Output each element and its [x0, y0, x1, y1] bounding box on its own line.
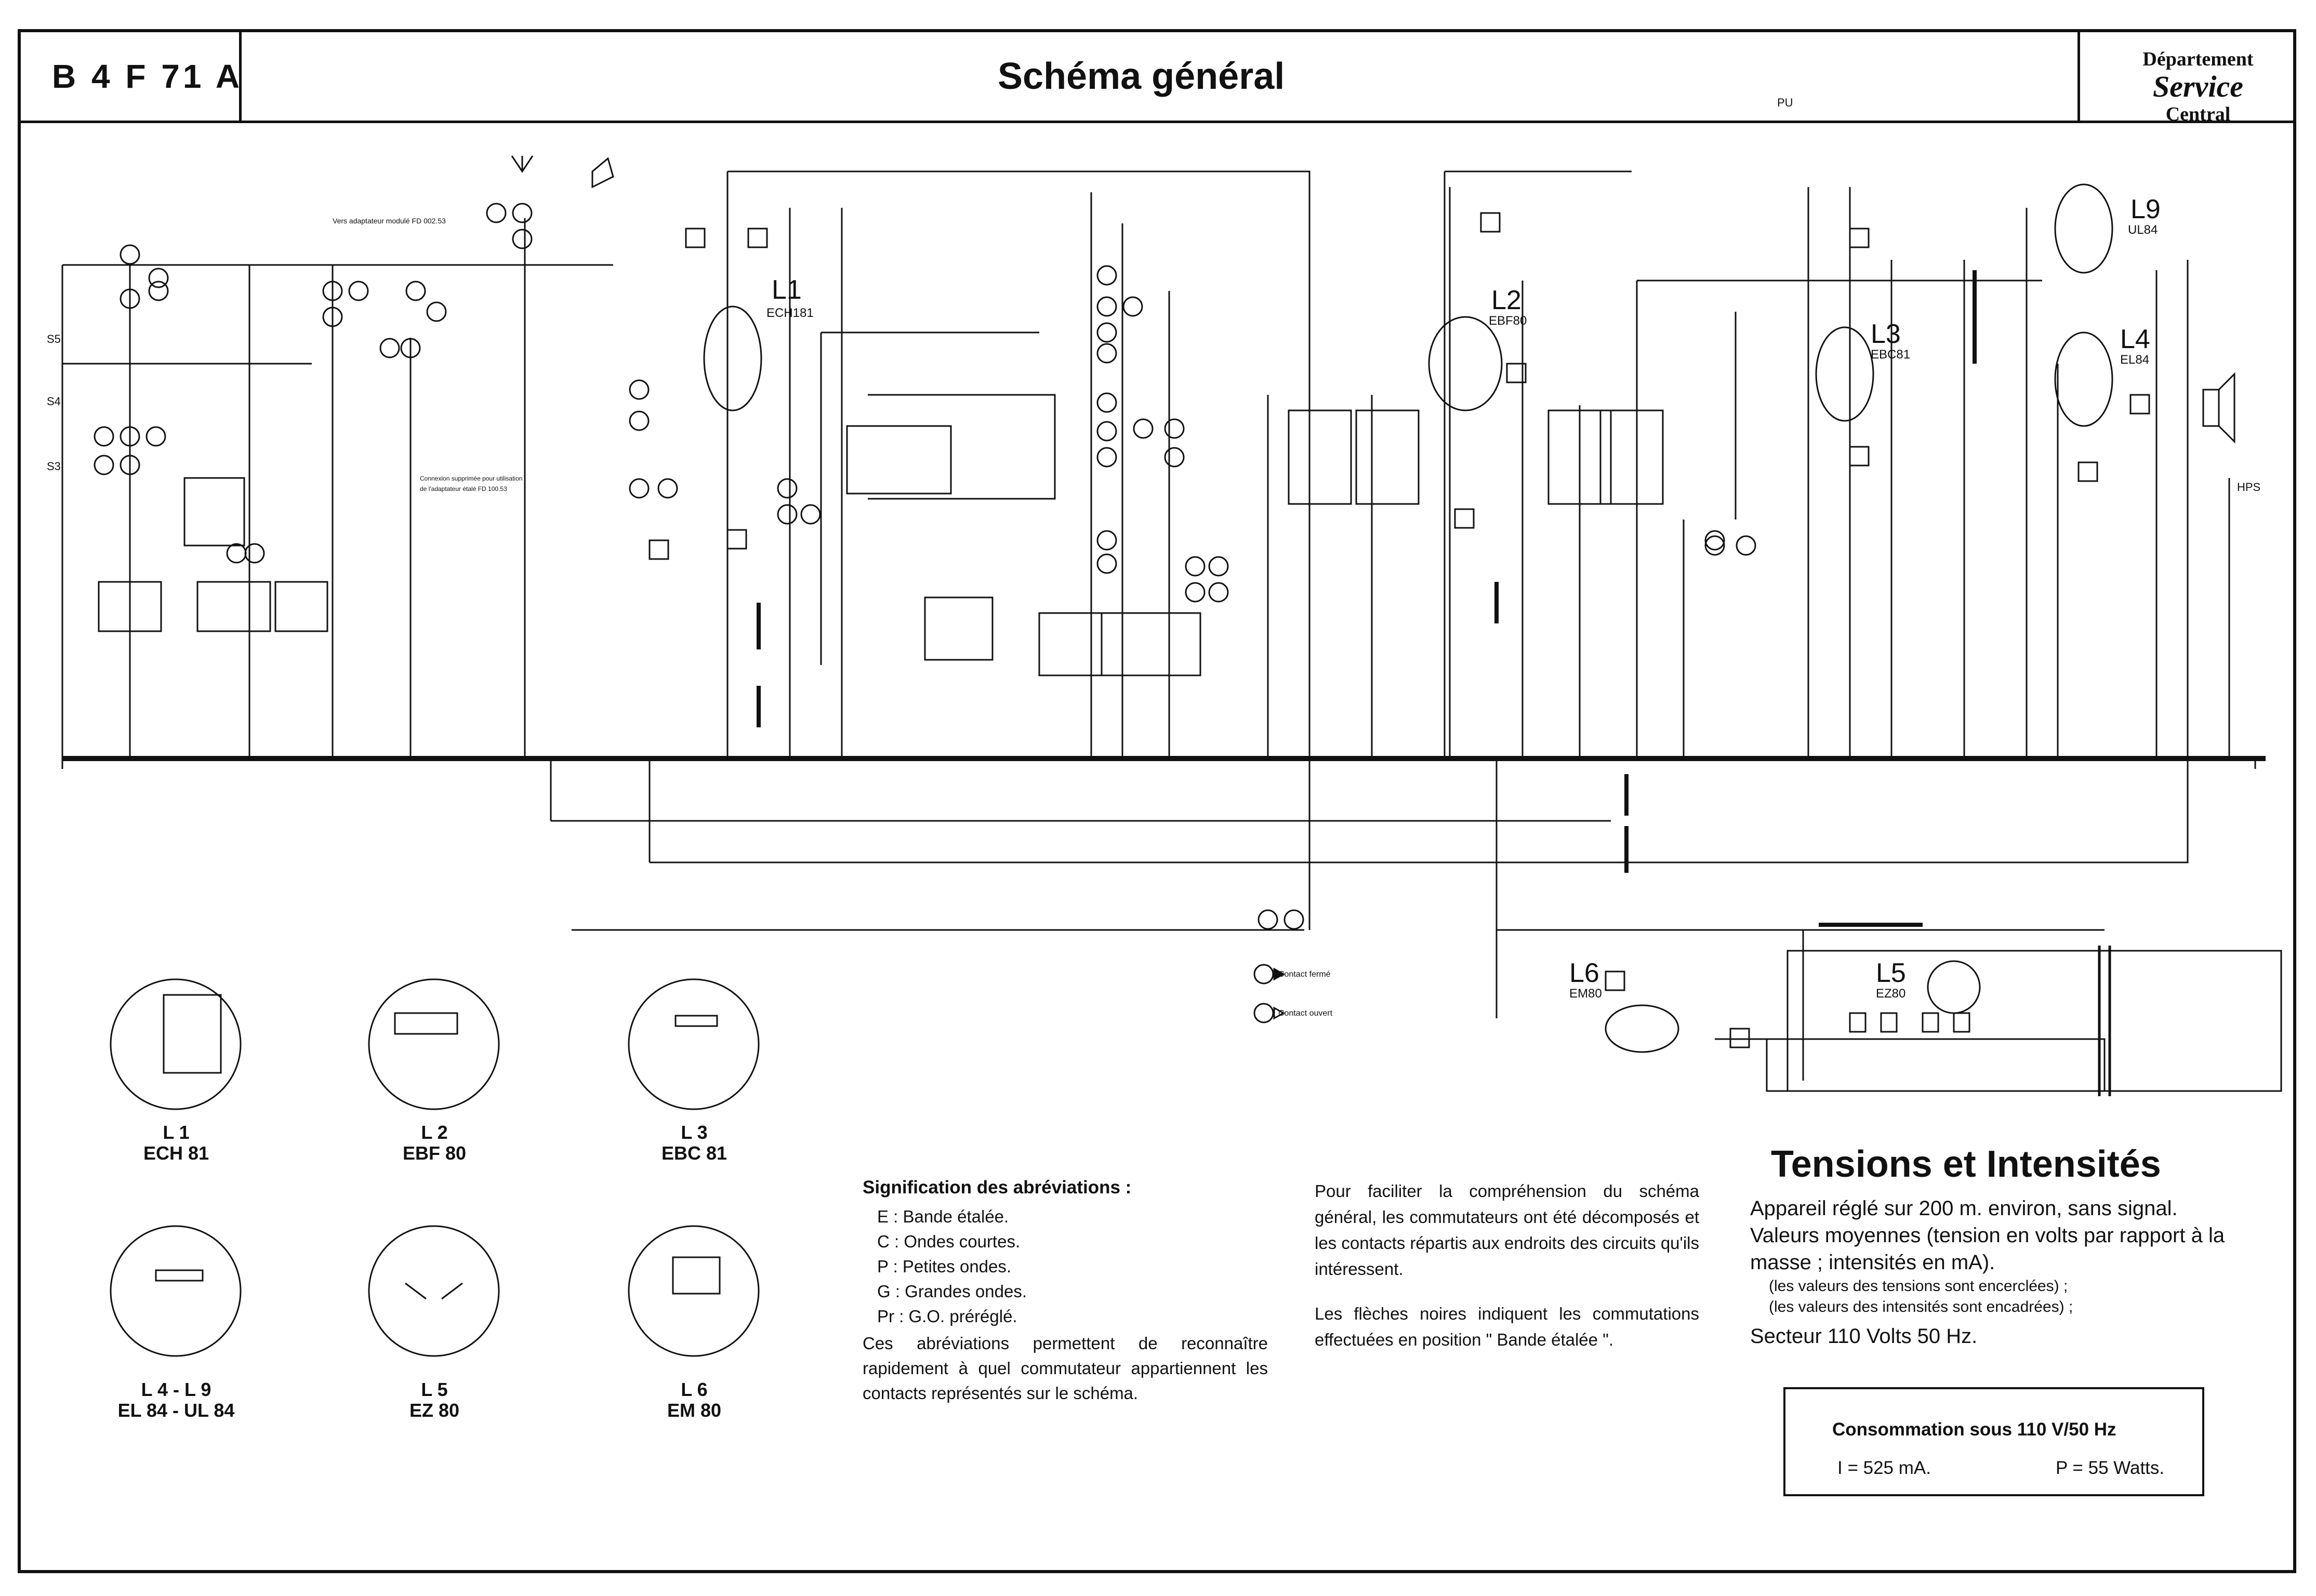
socket-ref: L 3 [681, 1122, 708, 1143]
switch-note-1: Pour faciliter la compréhension du schém… [1315, 1181, 1699, 1279]
label-EM80: EM80 [1569, 987, 1602, 1001]
tensions-line2: Valeurs moyennes (tension en volts par r… [1750, 1224, 2225, 1274]
socket-L4-L9 [110, 1225, 242, 1357]
label-L4: L4 [2120, 324, 2150, 354]
speaker [2202, 372, 2235, 444]
tensions-line1: Appareil réglé sur 200 m. environ, sans … [1750, 1197, 2178, 1220]
socket-L5 [368, 1225, 500, 1357]
socket-diagrams [110, 978, 760, 1357]
department-line2: Service [2153, 70, 2243, 103]
label-connexion-supprimee: Connexion supprimée pour utilisation [420, 475, 522, 482]
socket-type: EL 84 - UL 84 [117, 1400, 235, 1421]
label-L1: L1 [772, 275, 802, 305]
label-L6: L6 [1569, 958, 1599, 988]
measurement-markers [649, 212, 2150, 1048]
abbreviations-heading: Signification des abréviations : [863, 1177, 1132, 1198]
tube-L1-symbol [703, 305, 762, 411]
socket-L3 [628, 978, 760, 1110]
label-ECH181: ECH181 [766, 306, 814, 320]
tube-L2-symbol [1428, 316, 1503, 411]
label-EBC81: EBC81 [1871, 348, 1910, 362]
socket-caption-L5: L 5 EZ 80 [362, 1379, 507, 1421]
label-HPS: HPS [2237, 481, 2260, 494]
socket-ref: L 6 [681, 1379, 708, 1400]
tube-L6-symbol [1605, 1004, 1679, 1053]
label-S4: S4 [47, 395, 61, 408]
label-connexion-supprimee-2: de l'adaptateur étalé FD 100.53 [420, 485, 507, 493]
socket-ref: L 1 [163, 1122, 190, 1143]
schematic-labels: L1 ECH181 L2 EBF80 L3 EBC81 L4 EL84 L9 U… [47, 96, 2260, 1018]
label-L5: L5 [1876, 958, 1906, 988]
label-UL84: UL84 [2128, 223, 2158, 237]
tensions-note2: (les valeurs des intensités sont encadré… [1769, 1298, 2073, 1315]
tensions-note1: (les valeurs des tensions sont encerclée… [1769, 1278, 2068, 1295]
switch-contacts [94, 203, 1756, 930]
wiring [61, 170, 2282, 1092]
tensions-block: Tensions et Intensités Appareil réglé su… [1750, 1143, 2270, 1351]
legend-contact-ouvert: Contact ouvert [1278, 1009, 1333, 1018]
label-L3: L3 [1871, 319, 1901, 349]
legend-contact-ferme: Contact fermé [1278, 970, 1331, 979]
header-separator-left [239, 32, 242, 121]
tube-L3-symbol [1815, 326, 1874, 422]
socket-caption-L2: L 2 EBF 80 [362, 1122, 507, 1164]
tensions-title: Tensions et Intensités [1771, 1143, 2161, 1185]
label-S5: S5 [47, 332, 61, 345]
antenna [511, 155, 614, 189]
label-L9: L9 [2130, 194, 2161, 224]
socket-caption-L6: L 6 EM 80 [621, 1379, 767, 1421]
label-EBF80: EBF80 [1489, 314, 1527, 328]
abbreviation-item: E : Bande étalée. [877, 1207, 1009, 1226]
socket-type: EM 80 [667, 1400, 722, 1421]
label-EL84: EL84 [2120, 353, 2149, 367]
components [98, 270, 1977, 927]
department-line3: Central [2165, 103, 2231, 125]
tube-L9-symbol [2054, 183, 2113, 274]
consumption-box: Consommation sous 110 V/50 Hz I = 525 mA… [1783, 1387, 2204, 1496]
socket-type: ECH 81 [143, 1142, 209, 1164]
header-separator-right [2077, 32, 2080, 121]
page-title: Schéma général [998, 56, 1285, 97]
socket-ref: L 5 [421, 1379, 448, 1400]
socket-ref: L 2 [421, 1122, 448, 1143]
socket-type: EBC 81 [661, 1142, 727, 1164]
abbreviation-item: P : Petites ondes. [877, 1257, 1012, 1276]
socket-caption-L1: L 1 ECH 81 [103, 1122, 249, 1164]
socket-caption-L4-L9: L 4 - L 9 EL 84 - UL 84 [103, 1379, 249, 1421]
label-vers-adaptateur: Vers adaptateur modulé FD 002.53 [333, 217, 446, 225]
label-S3: S3 [47, 460, 61, 473]
socket-type: EZ 80 [409, 1400, 460, 1421]
consumption-current: I = 525 mA. [1837, 1458, 1931, 1478]
label-PU: PU [1777, 96, 1793, 109]
model-number: B 4 F 71 A [52, 58, 243, 95]
header-divider [21, 121, 2293, 123]
abbreviation-item: C : Ondes courtes. [877, 1232, 1021, 1251]
tube-L4-symbol [2054, 331, 2113, 427]
tube-L5-symbol [1927, 960, 1981, 1014]
abbreviations-note: Ces abréviations permettent de reconnaît… [863, 1334, 1268, 1403]
socket-L1 [110, 978, 242, 1110]
tensions-line3: Secteur 110 Volts 50 Hz. [1750, 1325, 1978, 1348]
switch-notes: Pour faciliter la compréhension du schém… [1315, 1178, 1699, 1372]
abbreviation-item: Pr : G.O. préréglé. [877, 1307, 1017, 1326]
power-transformer [2098, 946, 2111, 1096]
department-line1: Département [2142, 48, 2254, 70]
if-transformers [846, 409, 1664, 676]
consumption-title: Consommation sous 110 V/50 Hz [1832, 1419, 2116, 1440]
legend-switch-symbols [1253, 964, 1286, 1023]
label-EZ80: EZ80 [1876, 987, 1905, 1001]
socket-L6 [628, 1225, 760, 1357]
abbreviation-item: G : Grandes ondes. [877, 1282, 1027, 1301]
consumption-power: P = 55 Watts. [2056, 1458, 2165, 1478]
page-frame: B 4 F 71 A Schéma général Département Se… [18, 29, 2296, 1573]
label-L2: L2 [1491, 285, 1521, 315]
socket-type: EBF 80 [402, 1142, 467, 1164]
socket-caption-L3: L 3 EBC 81 [621, 1122, 767, 1164]
department-block: Département Service Central [2110, 48, 2286, 126]
socket-ref: L 4 - L 9 [141, 1379, 211, 1400]
abbreviations-block: Signification des abréviations : E : Ban… [863, 1175, 1268, 1406]
switch-note-2: Les flèches noires indiquent les commuta… [1315, 1304, 1699, 1349]
socket-L2 [368, 978, 500, 1110]
